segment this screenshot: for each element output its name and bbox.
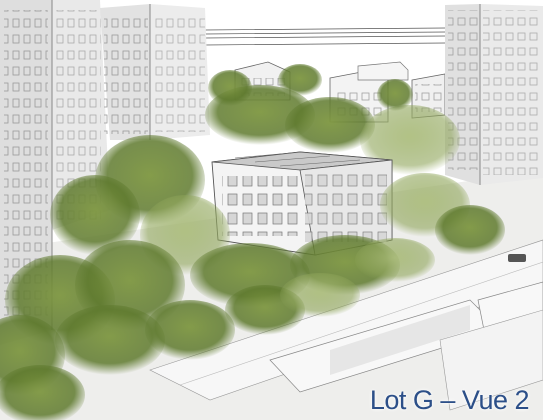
tower-left-back xyxy=(100,4,210,140)
horizon-lines xyxy=(204,27,446,46)
central-building xyxy=(211,151,393,256)
street-area xyxy=(149,239,543,411)
tree-mass-back xyxy=(205,64,460,175)
view-caption: Lot G – Vue 2 xyxy=(369,385,530,415)
tree-row-front xyxy=(0,273,360,420)
car xyxy=(508,254,526,262)
tower-right xyxy=(445,4,543,185)
